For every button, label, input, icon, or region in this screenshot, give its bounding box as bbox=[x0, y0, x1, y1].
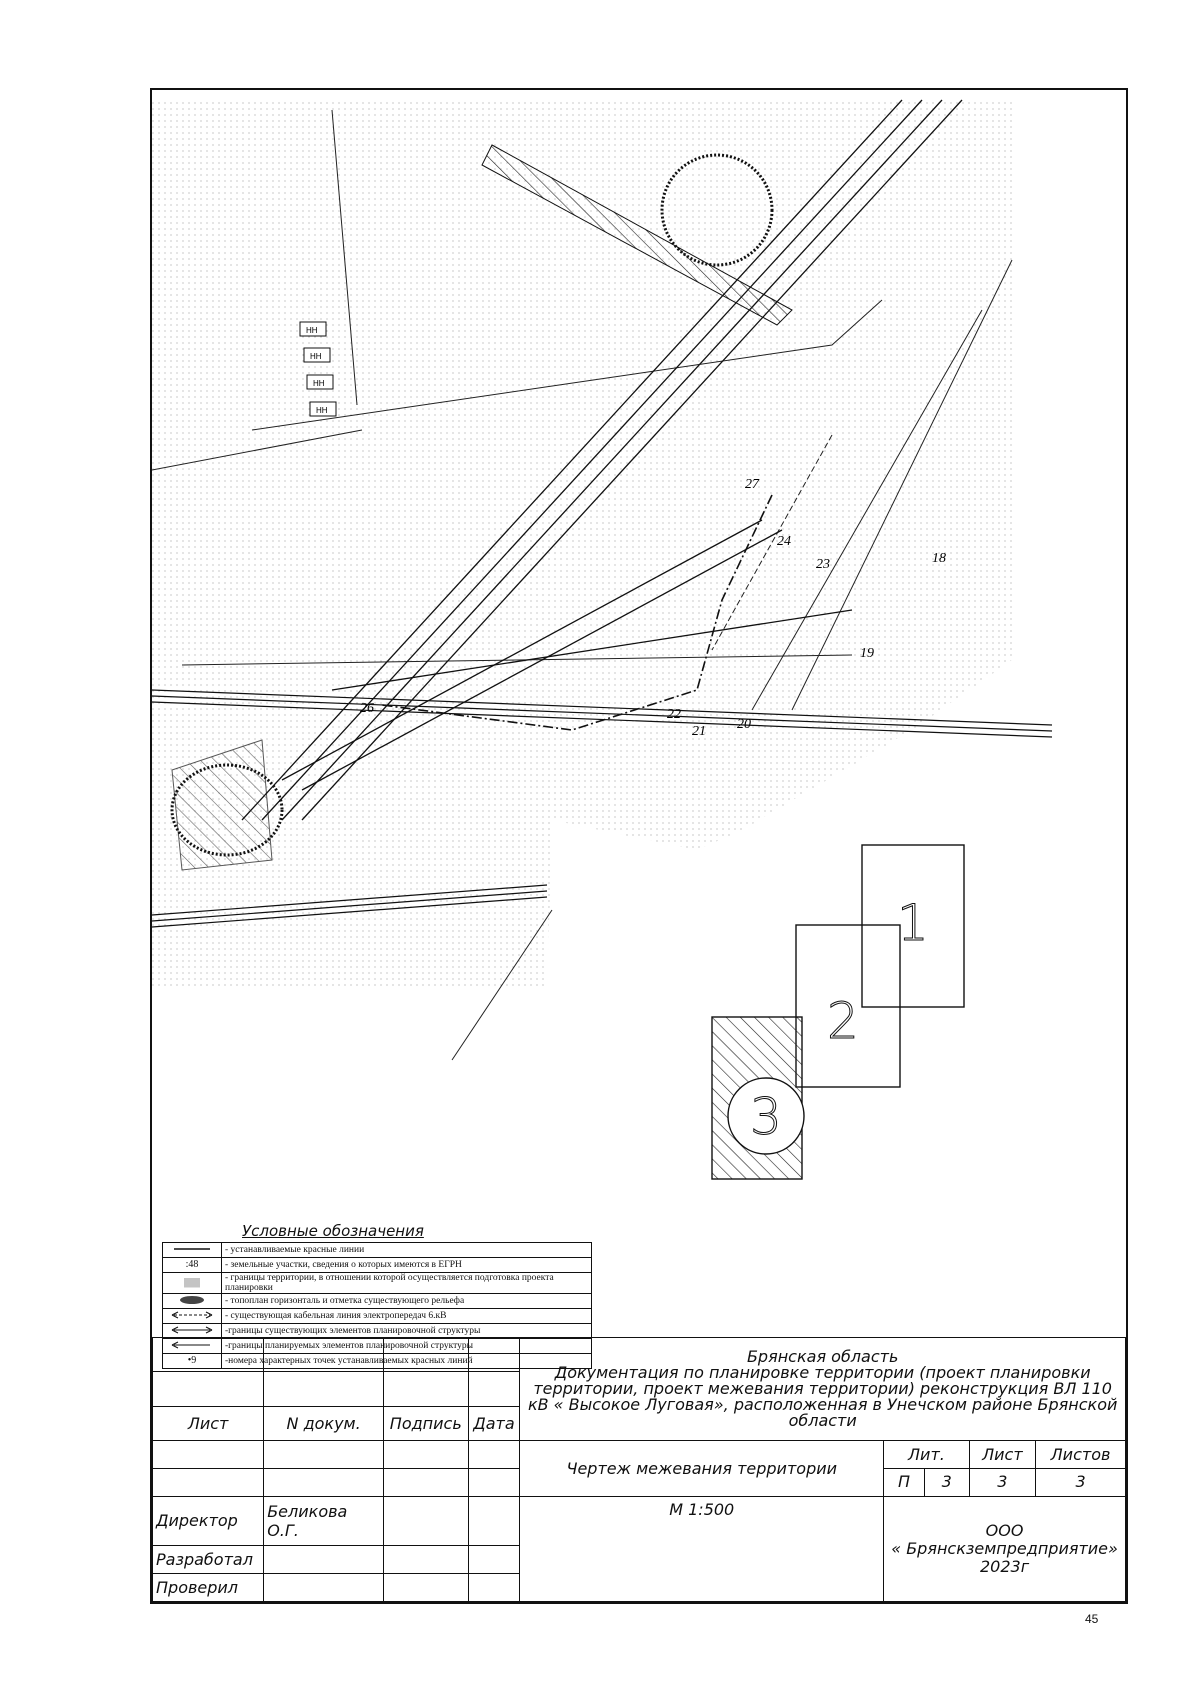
legend-text: - существующая кабельная линия электропе… bbox=[221, 1308, 592, 1324]
lit-number: 3 bbox=[923, 1467, 970, 1497]
legend-row: - устанавливаемые красные линии bbox=[162, 1242, 592, 1258]
legend-text: - земельные участки, сведения о которых … bbox=[221, 1257, 592, 1273]
drawing-frame: НН НН НН НН 27 24 23 18 19 26 22 21 20 1… bbox=[150, 88, 1128, 1604]
point-labels: 27 24 23 18 19 26 22 21 20 bbox=[360, 477, 946, 739]
title-block: Брянская область Документация по планиро… bbox=[151, 1336, 1126, 1603]
legend-symbol-territory-boundary: |||||||| bbox=[162, 1272, 222, 1294]
header-sheet: Лист bbox=[151, 1405, 265, 1441]
svg-text:НН: НН bbox=[310, 352, 322, 361]
legend-symbol-red-line bbox=[162, 1242, 222, 1258]
legend-symbol-parcel: :48 bbox=[162, 1257, 222, 1273]
buildings bbox=[299, 321, 337, 417]
hatched-area-top bbox=[481, 144, 793, 326]
role-director: Директор bbox=[151, 1495, 265, 1547]
mound-bottom bbox=[170, 763, 284, 857]
point-23: 23 bbox=[816, 557, 830, 572]
svg-text:НН: НН bbox=[316, 406, 328, 415]
sheet-number-3: 3 bbox=[750, 1088, 782, 1146]
drawing-title: Чертеж межевания территории bbox=[519, 1439, 885, 1497]
legend-symbol-cable bbox=[162, 1308, 222, 1324]
org-year: 2023г bbox=[980, 1556, 1030, 1576]
legend-row: - существующая кабельная линия электропе… bbox=[162, 1308, 592, 1324]
header-doc-no: N докум. bbox=[263, 1405, 385, 1441]
red-line-boundary bbox=[381, 494, 773, 731]
header-sheet-no: Лист bbox=[968, 1439, 1037, 1469]
organization: ООО « Брянскземпредприятие» 2023г bbox=[883, 1495, 1126, 1603]
role-checked: Проверил bbox=[151, 1573, 265, 1602]
road bbox=[152, 689, 1053, 928]
legend-text: - границы территории, в отношении которо… bbox=[221, 1272, 592, 1294]
legend-row: :48- земельные участки, сведения о котор… bbox=[162, 1257, 592, 1273]
point-26: 26 bbox=[360, 701, 374, 716]
point-22: 22 bbox=[667, 707, 681, 722]
building-labels: НН НН НН НН bbox=[306, 326, 328, 415]
org-line2: « Брянскземпредприятие» bbox=[891, 1538, 1118, 1558]
terrain-stipple bbox=[152, 100, 1012, 990]
scale: М 1:500 bbox=[519, 1495, 885, 1603]
point-20: 20 bbox=[737, 717, 751, 732]
point-24: 24 bbox=[777, 534, 791, 549]
header-lit: Лит. bbox=[883, 1439, 970, 1469]
mound-top bbox=[660, 153, 774, 267]
header-date: Дата bbox=[467, 1405, 521, 1441]
sheet-number-2: 2 bbox=[827, 992, 859, 1050]
svg-text:НН: НН bbox=[306, 326, 318, 335]
point-27: 27 bbox=[745, 477, 760, 492]
sheet-index-numbers: 1 2 3 bbox=[750, 894, 930, 1147]
lit-value: П bbox=[883, 1467, 925, 1497]
sheets-value: 3 bbox=[1035, 1467, 1126, 1497]
region: Брянская область bbox=[746, 1346, 899, 1366]
point-18: 18 bbox=[932, 551, 946, 566]
org-line1: ООО bbox=[985, 1520, 1024, 1540]
description-text: Документация по планировке территории (п… bbox=[527, 1362, 1118, 1430]
page-number: 45 bbox=[1085, 1612, 1099, 1626]
sheet-index bbox=[711, 844, 965, 1180]
legend-text: - устанавливаемые красные линии bbox=[221, 1242, 592, 1258]
survey-map: НН НН НН НН 27 24 23 18 19 26 22 21 20 1… bbox=[152, 99, 1053, 1180]
parcel-lines bbox=[152, 109, 1013, 1061]
legend-text: - топоплан горизонталь и отметка существ… bbox=[221, 1293, 592, 1309]
legend-symbol-contour bbox=[162, 1293, 222, 1309]
sheet-value: 3 bbox=[968, 1467, 1037, 1497]
svg-text:НН: НН bbox=[313, 379, 325, 388]
header-sheets: Листов bbox=[1035, 1439, 1126, 1469]
sheet-number-1: 1 bbox=[897, 894, 929, 952]
legend-row: - топоплан горизонталь и отметка существ… bbox=[162, 1293, 592, 1309]
point-21: 21 bbox=[692, 724, 706, 739]
project-description: Брянская область Документация по планиро… bbox=[519, 1337, 1126, 1441]
point-19: 19 bbox=[860, 646, 874, 661]
director-name: Беликова О.Г. bbox=[263, 1495, 385, 1547]
legend-title: Условные обозначения bbox=[242, 1222, 424, 1240]
header-signature: Подпись bbox=[383, 1405, 469, 1441]
role-developed: Разработал bbox=[151, 1545, 265, 1575]
legend-row: ||||||||- границы территории, в отношени… bbox=[162, 1272, 592, 1294]
